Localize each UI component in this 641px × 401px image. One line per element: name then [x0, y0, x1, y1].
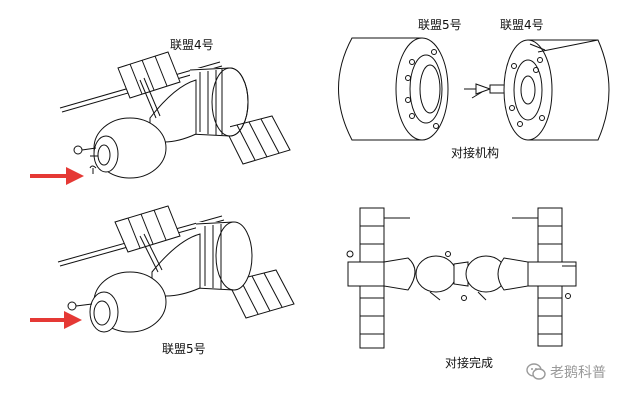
label-soyuz5-bottom: 联盟5号 [162, 342, 206, 356]
label-docking-complete: 对接完成 [445, 356, 494, 370]
label-soyuz4-top: 联盟4号 [170, 38, 214, 52]
label-soyuz5-right: 联盟5号 [418, 18, 462, 32]
red-arrow-top [30, 167, 84, 185]
docking-mechanism-drawing [338, 37, 610, 141]
watermark: 老鹅科普 [526, 362, 606, 382]
wechat-icon [526, 363, 546, 380]
docked-spacecraft-drawing [346, 207, 577, 349]
label-soyuz4-right: 联盟4号 [500, 18, 544, 32]
soyuz5-spacecraft-drawing [57, 205, 295, 333]
red-arrow-bottom [30, 311, 82, 329]
label-docking-mechanism: 对接机构 [451, 146, 500, 160]
soyuz4-spacecraft-drawing [59, 51, 291, 179]
watermark-text: 老鹅科普 [550, 365, 606, 381]
